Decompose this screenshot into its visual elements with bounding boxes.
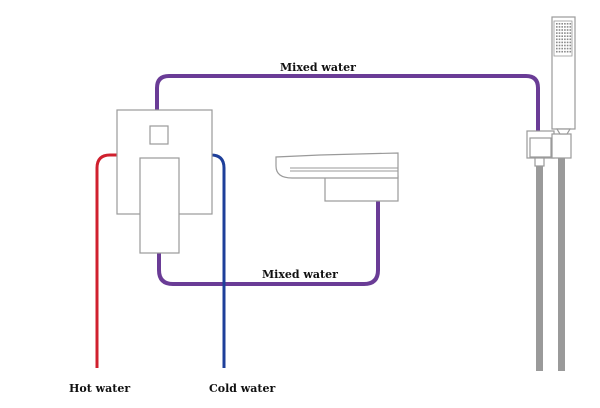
nozzle-dot [556, 47, 558, 50]
nozzle-dot [564, 44, 566, 47]
nozzle-dot [564, 35, 566, 37]
mixed-water-pipe-bottom [157, 201, 380, 286]
shower-hose-right [558, 157, 565, 371]
nozzle-dot [564, 26, 566, 28]
nozzle-dot [556, 32, 558, 34]
nozzle-dot [566, 26, 569, 28]
nozzle-dot [566, 44, 569, 47]
nozzle-dot [556, 41, 558, 44]
nozzle-dot [561, 44, 563, 47]
nozzle-dot [564, 47, 566, 50]
nozzle-dot [558, 32, 561, 34]
mixed-water-pipe-top [155, 74, 540, 132]
nozzle-dot [564, 50, 566, 53]
nozzle-dot [561, 50, 563, 53]
shower-nozzles [556, 23, 572, 53]
label-cold-water: Cold water [209, 382, 275, 395]
nozzle-dot [566, 32, 569, 34]
shower-holder [551, 133, 572, 159]
nozzle-dot [569, 41, 572, 44]
nozzle-dot [566, 29, 569, 31]
nozzle-dot [569, 47, 572, 50]
hot-water-pipe [95, 153, 117, 368]
nozzle-dot [564, 29, 566, 31]
nozzle-dot [556, 23, 558, 25]
mixer-valve [116, 109, 213, 254]
nozzle-dot [558, 44, 561, 47]
nozzle-dot [561, 29, 563, 31]
nozzle-dot [561, 23, 563, 25]
nozzle-dot [569, 32, 572, 34]
nozzle-dot [561, 38, 563, 41]
nozzle-dot [566, 23, 569, 25]
nozzle-dot [556, 26, 558, 28]
nozzle-dot [569, 35, 572, 37]
nozzle-dot [566, 47, 569, 50]
nozzle-dot [556, 29, 558, 31]
diverter-knob-icon [149, 125, 169, 145]
nozzle-dot [558, 38, 561, 41]
nozzle-dot [558, 47, 561, 50]
nozzle-dot [569, 26, 572, 28]
nozzle-dot [569, 44, 572, 47]
nozzle-dot [556, 35, 558, 37]
nozzle-dot [558, 35, 561, 37]
valve-handle [139, 157, 180, 254]
spout-base [324, 175, 399, 202]
nozzle-dot [558, 23, 561, 25]
nozzle-dot [569, 50, 572, 53]
nozzle-dot [561, 32, 563, 34]
nozzle-dot [566, 35, 569, 37]
nozzle-dot [558, 50, 561, 53]
nozzle-dot [564, 23, 566, 25]
nozzle-dot [558, 26, 561, 28]
nozzle-dot [566, 38, 569, 41]
label-mixed-water-top: Mixed water [280, 61, 356, 74]
nozzle-dot [558, 29, 561, 31]
spout-lip [275, 152, 399, 179]
nozzle-dot [561, 47, 563, 50]
nozzle-dot [569, 29, 572, 31]
nozzle-dot [564, 38, 566, 41]
nozzle-dot [556, 44, 558, 47]
nozzle-dot [561, 26, 563, 28]
nozzle-dot [561, 41, 563, 44]
nozzle-dot [564, 41, 566, 44]
nozzle-dot [561, 35, 563, 37]
nozzle-dot [569, 23, 572, 25]
wall-outlet-bracket [526, 130, 572, 167]
nozzle-dot [569, 38, 572, 41]
waterfall-spout [275, 152, 399, 202]
hand-shower [551, 16, 576, 135]
nozzle-dot [564, 32, 566, 34]
label-hot-water: Hot water [69, 382, 130, 395]
nozzle-dot [556, 50, 558, 53]
nozzle-dot [566, 50, 569, 53]
shower-hose-left [536, 165, 543, 371]
label-mixed-water-bottom: Mixed water [262, 268, 338, 281]
nozzle-dot [558, 41, 561, 44]
nozzle-dot [556, 38, 558, 41]
nozzle-dot [566, 41, 569, 44]
